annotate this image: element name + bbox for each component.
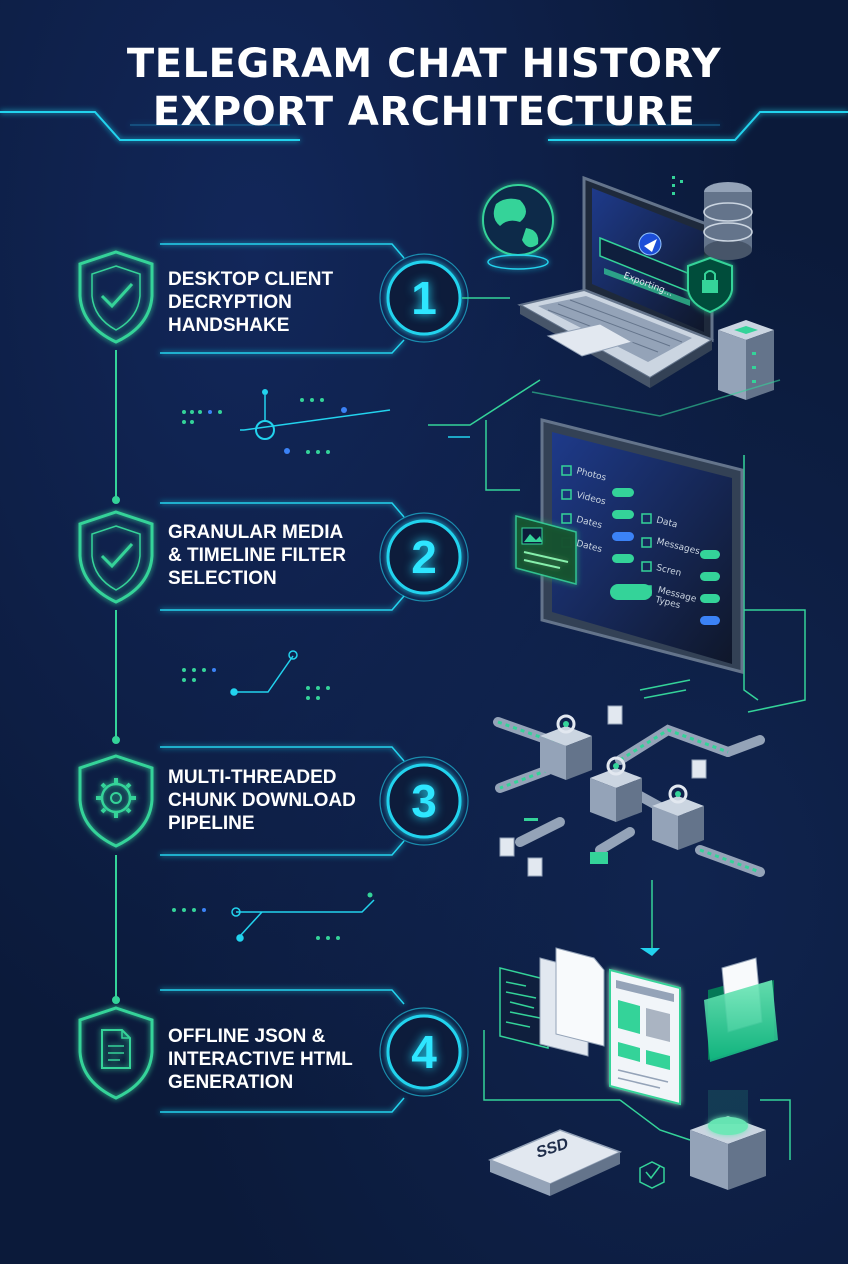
step-circles (386, 260, 462, 1090)
step-label-line: MULTI-THREADED (168, 767, 337, 788)
server-icon (718, 320, 774, 400)
page-title: TELEGRAM CHAT HISTORY EXPORT ARCHITECTUR… (0, 40, 848, 136)
step-label-line: OFFLINE JSON & (168, 1026, 326, 1047)
step-4-number: 4 (411, 1026, 437, 1078)
apply-button-icon (610, 584, 652, 600)
step-label-line: SELECTION (168, 568, 277, 589)
filter-monitor-icon (540, 418, 744, 674)
step-label-line: & TIMELINE FILTER (168, 545, 347, 566)
html-page-icon (609, 968, 681, 1106)
title-rail-right (548, 111, 848, 141)
circuit-connector (240, 389, 391, 454)
step-label-line: GRANULAR MEDIA (168, 522, 344, 543)
globe-icon (482, 184, 554, 270)
gear-icon (78, 754, 154, 848)
step-1-label: DESKTOP CLIENT DECRYPTION HANDSHAKE (168, 268, 388, 337)
shield-check-icon (78, 250, 154, 344)
illustration-connectors (428, 297, 806, 956)
left-trunk (112, 350, 120, 1004)
toggle-switches (612, 488, 720, 625)
lock-icon (687, 256, 733, 314)
step-2-label: GRANULAR MEDIA & TIMELINE FILTER SELECTI… (168, 521, 388, 590)
step-label-line: CHUNK DOWNLOAD (168, 790, 356, 811)
step-label-line: DECRYPTION (168, 292, 292, 313)
step-2-number: 2 (411, 531, 437, 583)
image-card-icon (515, 515, 577, 585)
step-label-line: DESKTOP CLIENT (168, 269, 334, 290)
title-line-2: EXPORT ARCHITECTURE (152, 89, 696, 135)
shield-check-icon (78, 510, 154, 604)
label-frames (160, 243, 405, 1113)
dot-cluster (182, 398, 330, 454)
step-label-line: GENERATION (168, 1072, 294, 1093)
ssd-drive-icon (488, 1129, 622, 1196)
server-icon (672, 176, 753, 260)
circuit-connector (230, 650, 298, 696)
laptop-icon (517, 175, 715, 388)
step-label-line: PIPELINE (168, 813, 255, 834)
check-box-icon (639, 1161, 665, 1189)
pipeline-icon (493, 679, 765, 877)
output-connectors (483, 1030, 791, 1160)
json-code-file-icon (499, 947, 605, 1057)
title-line-1: TELEGRAM CHAT HISTORY (126, 41, 722, 87)
step-3-number: 3 (411, 775, 437, 827)
step-label-line: HANDSHAKE (168, 315, 290, 336)
document-icon (78, 1006, 154, 1100)
title-rail-left (0, 111, 300, 141)
step-3-label: MULTI-THREADED CHUNK DOWNLOAD PIPELINE (168, 766, 388, 835)
storage-server-icon (690, 1090, 766, 1190)
step-4-label: OFFLINE JSON & INTERACTIVE HTML GENERATI… (168, 1025, 388, 1094)
folder-icon (704, 957, 778, 1062)
step-label-line: INTERACTIVE HTML (168, 1049, 353, 1070)
step-1-number: 1 (411, 272, 437, 324)
circuit-connector (231, 899, 375, 942)
